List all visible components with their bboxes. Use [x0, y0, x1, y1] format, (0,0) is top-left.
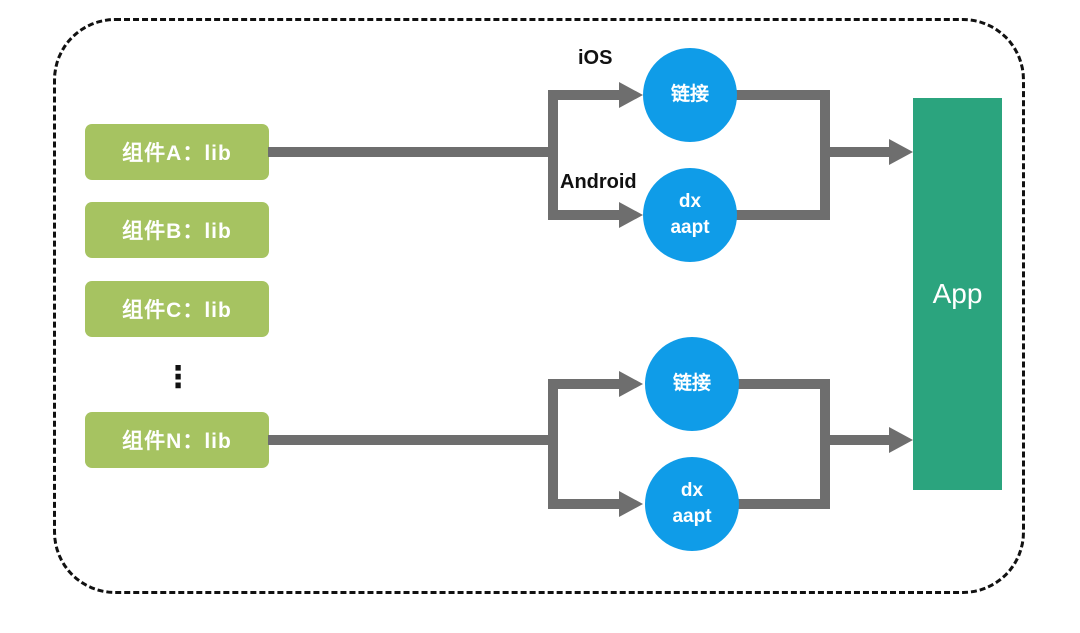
- connector-line: [820, 90, 830, 220]
- component-box-n-label: 组件N：lib: [122, 430, 232, 453]
- component-box-a-label: 组件A：lib: [122, 142, 232, 165]
- dashed-border: [53, 18, 1025, 594]
- component-box-n: 组件N：lib: [85, 412, 269, 468]
- connector-line: [548, 499, 620, 509]
- connector-line: [826, 435, 890, 445]
- vertical-ellipsis-glyph: ⋮: [163, 361, 193, 394]
- node-dx-aapt-top-label: dx aapt: [670, 191, 710, 238]
- node-dx-aapt-top: dx aapt: [643, 168, 737, 262]
- connector-line: [548, 379, 620, 389]
- component-box-b-label: 组件B：lib: [122, 220, 232, 243]
- vertical-ellipsis-icon: ⋮: [163, 356, 193, 400]
- connector-line: [826, 147, 890, 157]
- connector-line: [820, 379, 830, 509]
- component-box-c: 组件C：lib: [85, 281, 269, 337]
- connector-line: [548, 90, 558, 220]
- connector-line: [268, 147, 550, 157]
- component-box-c-label: 组件C：lib: [122, 299, 232, 322]
- node-dx-aapt-bottom-label: dx aapt: [672, 480, 712, 527]
- connector-line: [548, 90, 620, 100]
- connector-line: [548, 210, 620, 220]
- connector-line: [737, 499, 820, 509]
- connector-line: [735, 90, 820, 100]
- node-link-bottom-label: 链接: [672, 373, 711, 395]
- node-link-top-label: 链接: [670, 84, 709, 106]
- app-box: App: [913, 98, 1002, 490]
- component-box-b: 组件B：lib: [85, 202, 269, 258]
- connector-line: [737, 379, 820, 389]
- connector-line: [735, 210, 820, 220]
- arrow-right-icon: [619, 491, 643, 517]
- node-dx-aapt-bottom: dx aapt: [645, 457, 739, 551]
- arrow-right-icon: [619, 82, 643, 108]
- connector-line: [268, 435, 550, 445]
- node-link-bottom: 链接: [645, 337, 739, 431]
- android-label: Android: [560, 171, 637, 193]
- arrow-right-icon: [619, 371, 643, 397]
- node-link-top: 链接: [643, 48, 737, 142]
- arrow-right-icon: [889, 427, 913, 453]
- ios-label: iOS: [578, 47, 613, 69]
- component-box-a: 组件A：lib: [85, 124, 269, 180]
- app-box-label: App: [932, 278, 983, 309]
- arrow-right-icon: [619, 202, 643, 228]
- connector-line: [548, 379, 558, 509]
- arrow-right-icon: [889, 139, 913, 165]
